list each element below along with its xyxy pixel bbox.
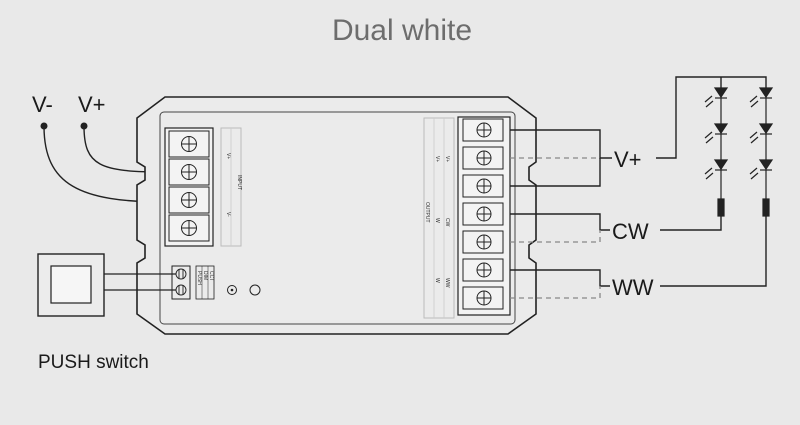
output-pin-cw: CW xyxy=(444,218,450,227)
status-led xyxy=(227,285,237,295)
input-label-panel: INPUT V+ V- xyxy=(220,127,242,247)
push-panel-col1: PUSH xyxy=(196,271,202,285)
output-pin-vplus-1: V+ xyxy=(434,156,440,162)
input-panel-pin-minus: V- xyxy=(225,212,231,217)
input-label-v-plus: V+ xyxy=(78,92,106,117)
input-label-v-minus: V- xyxy=(32,92,53,117)
push-switch-label: PUSH switch xyxy=(38,352,149,373)
output-label-ww: WW xyxy=(612,275,654,300)
input-panel-pin-plus: V+ xyxy=(225,153,231,159)
output-label-cw: CW xyxy=(612,219,649,244)
output-pin-ww: WW xyxy=(444,278,450,288)
push-switch-wires xyxy=(104,273,176,291)
push-connector: PUSH DIM CCT xyxy=(171,265,261,300)
output-pin-w-1: W xyxy=(434,218,440,223)
led-string-ww xyxy=(749,87,774,217)
output-pin-vplus-2: V+ xyxy=(444,156,450,162)
output-wires-solid xyxy=(510,129,612,287)
push-panel-col2: DIM xyxy=(202,271,208,280)
push-switch xyxy=(37,253,105,317)
controller-body xyxy=(136,96,537,335)
output-pin-w-2: W xyxy=(434,278,440,283)
diagram-title: Dual white xyxy=(332,14,472,47)
led-feed-wires xyxy=(656,76,767,287)
push-panel-col3: CCT xyxy=(208,271,214,281)
mode-button xyxy=(249,284,261,296)
output-panel-name: OUTPUT xyxy=(424,202,430,223)
input-terminal-block xyxy=(164,127,214,247)
output-label-panel: OUTPUT V+ V+ W CW W WW xyxy=(423,117,455,319)
output-label-v-plus: V+ xyxy=(614,147,642,172)
led-string-cw xyxy=(704,87,729,217)
output-terminal-block xyxy=(457,116,511,316)
output-wires-dashed xyxy=(510,157,601,299)
input-panel-name: INPUT xyxy=(236,175,242,190)
